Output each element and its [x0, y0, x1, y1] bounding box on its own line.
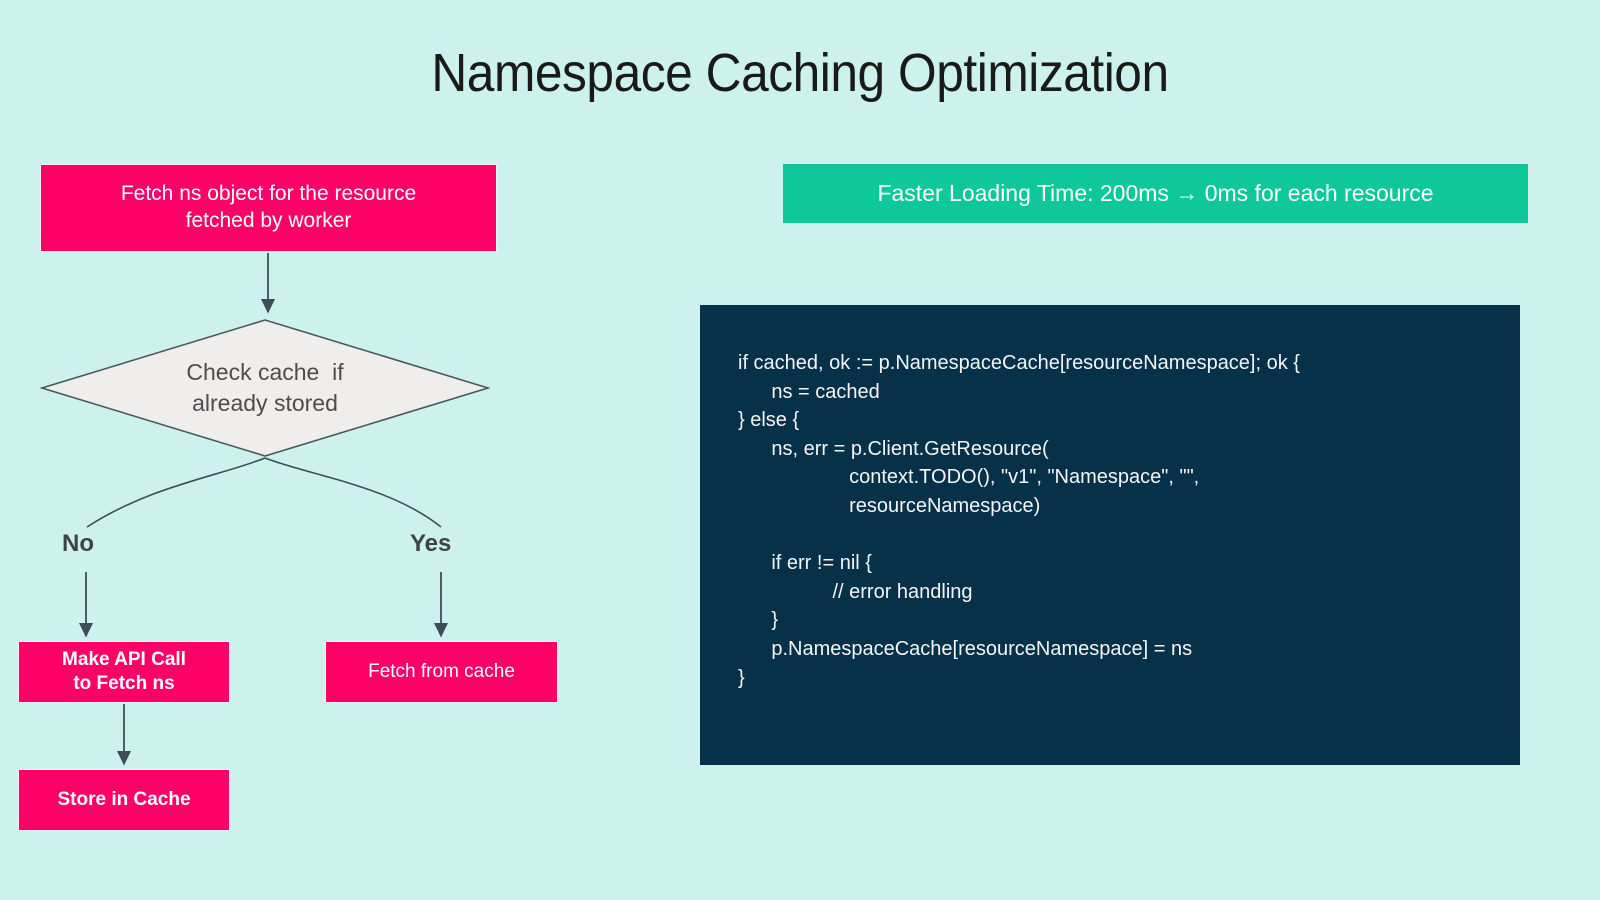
code-line: if cached, ok := p.NamespaceCache[resour… [738, 352, 1300, 374]
page-title: Namespace Caching Optimization [431, 43, 1169, 103]
flow-box-fetch-from-cache[interactable]: Fetch from cache [325, 641, 558, 703]
connector-decision-yes [264, 457, 442, 528]
code-block: if cached, ok := p.NamespaceCache[resour… [738, 349, 1520, 692]
metric-banner: Faster Loading Time: 200ms → 0ms for eac… [783, 164, 1528, 223]
code-line: if err != nil { [738, 552, 872, 575]
code-line: } [738, 666, 745, 689]
diamond-shape [40, 319, 490, 457]
code-line: ns, err = p.Client.GetResource( [738, 437, 1049, 460]
code-panel[interactable]: if cached, ok := p.NamespaceCache[resour… [700, 305, 1520, 765]
branch-label-yes: Yes [410, 530, 452, 557]
code-line: } [738, 609, 779, 632]
flow-box-fetch-ns[interactable]: Fetch ns object for the resource fetched… [40, 164, 497, 252]
code-line: // error handling [738, 580, 973, 603]
flow-box-store-in-cache[interactable]: Store in Cache [18, 769, 230, 831]
branch-label-no: No [62, 530, 94, 557]
flow-box-make-api-call[interactable]: Make API Call to Fetch ns [18, 641, 230, 703]
connector-decision-no [86, 457, 266, 528]
code-line: p.NamespaceCache[resourceNamespace] = ns [738, 637, 1193, 660]
code-line: ns = cached [738, 380, 880, 403]
code-line: } else { [738, 409, 800, 432]
flow-decision-check-cache[interactable]: Check cache if already stored [40, 318, 490, 458]
code-line: context.TODO(), "v1", "Namespace", "", [738, 466, 1200, 489]
code-line: resourceNamespace) [738, 494, 1041, 517]
code-line [738, 521, 1520, 550]
